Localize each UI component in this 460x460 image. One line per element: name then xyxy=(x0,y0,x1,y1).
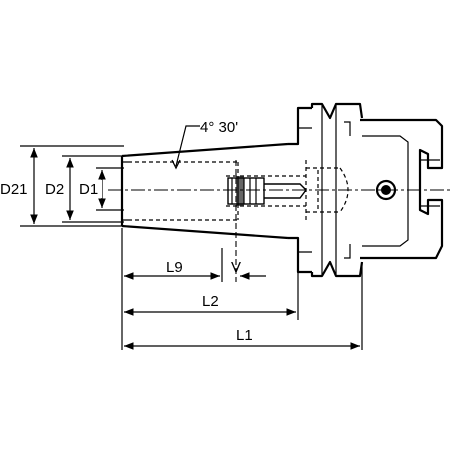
d1-extension-lines xyxy=(96,167,124,211)
shank-slot xyxy=(420,159,440,207)
flange-outline xyxy=(310,102,364,278)
taper-leader xyxy=(175,125,200,167)
d21-extension-lines xyxy=(20,145,124,227)
clamp-screw xyxy=(227,176,307,206)
length-dimensions: L9 V L2 L1 xyxy=(121,228,363,350)
hidden-features xyxy=(128,160,349,282)
d21-label: D21 xyxy=(0,181,28,198)
d1-label: D1 xyxy=(79,181,98,198)
taper-angle-label: 4° 30' xyxy=(200,119,238,136)
v-label: V xyxy=(231,259,241,276)
shank-outline xyxy=(360,118,444,260)
d2-label-bg xyxy=(45,180,69,198)
flange-hidden-lines xyxy=(305,160,319,222)
taper-callout: 4° 30' xyxy=(171,119,238,170)
flange-inner-lines xyxy=(344,121,351,259)
d1-label-bg xyxy=(78,180,102,198)
d2-extension-lines xyxy=(62,155,124,223)
taper-leader-tip xyxy=(171,159,181,170)
diameter-dimensions: D21 D2 D1 xyxy=(0,145,124,227)
flange-groove-line xyxy=(298,104,337,276)
l9-label: L9 xyxy=(166,259,183,276)
l2-label: L2 xyxy=(202,293,219,310)
d21-label-bg xyxy=(0,180,30,198)
shank-inner-bore xyxy=(362,135,409,247)
bore-hidden-lines xyxy=(128,161,239,221)
nose-chamfer xyxy=(122,161,128,221)
l1-label: L1 xyxy=(236,327,253,344)
holder-body xyxy=(120,102,444,278)
d2-label: D2 xyxy=(45,181,64,198)
